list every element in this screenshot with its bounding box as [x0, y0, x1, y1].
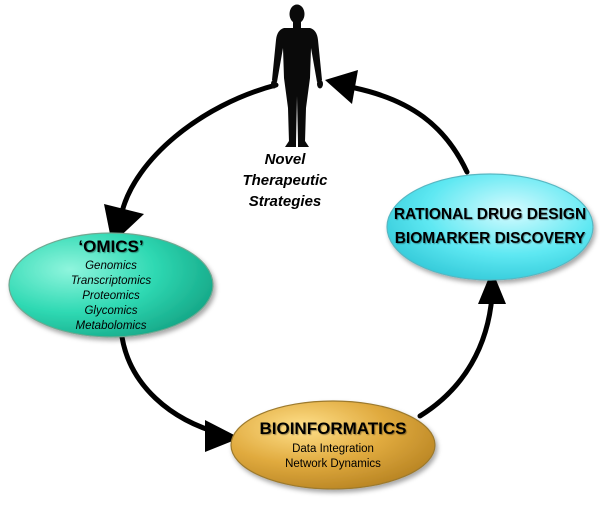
bioinformatics-title: BIOINFORMATICS: [259, 418, 407, 438]
omics-title: ‘OMICS’: [78, 236, 144, 256]
novel-line-3: Strategies: [248, 192, 322, 210]
omics-item: Transcriptomics: [70, 274, 152, 287]
arrowhead-drug-design: [478, 270, 506, 304]
omics-item: Genomics: [85, 259, 137, 272]
omics-node: ‘OMICS’ Genomics Transcriptomics Proteom…: [8, 232, 214, 338]
novel-therapeutic-strategies-label: Novel Therapeutic Strategies: [210, 140, 360, 220]
bioinformatics-item: Network Dynamics: [285, 457, 381, 470]
omics-item: Proteomics: [82, 289, 140, 302]
omics-item: Glycomics: [84, 304, 138, 317]
arc-bioinformatics-to-drug-design: [417, 293, 495, 419]
omics-ellipse: [8, 232, 214, 338]
drug-design-line: RATIONAL DRUG DESIGN: [393, 206, 587, 223]
novel-line-2: Therapeutic: [242, 171, 328, 189]
bioinformatics-ellipse: [230, 400, 436, 490]
arc-drug-design-to-human: [352, 85, 470, 175]
novel-line-1: Novel: [264, 150, 306, 168]
arrowhead-bioinformatics: [205, 420, 240, 452]
bioinformatics-item: Data Integration: [292, 442, 374, 455]
biomarker-discovery-line: BIOMARKER DISCOVERY: [394, 230, 586, 247]
arrowhead-human: [325, 70, 358, 104]
bioinformatics-node: BIOINFORMATICS Data Integration Network …: [230, 400, 436, 490]
arc-omics-to-bioinformatics: [119, 334, 225, 437]
arc-human-to-omics: [119, 82, 279, 215]
drug-design-node: RATIONAL DRUG DESIGN BIOMARKER DISCOVERY: [385, 172, 595, 282]
omics-item: Metabolomics: [75, 319, 147, 332]
drug-design-ellipse: [386, 173, 594, 281]
human-figure-icon: [271, 4, 323, 147]
